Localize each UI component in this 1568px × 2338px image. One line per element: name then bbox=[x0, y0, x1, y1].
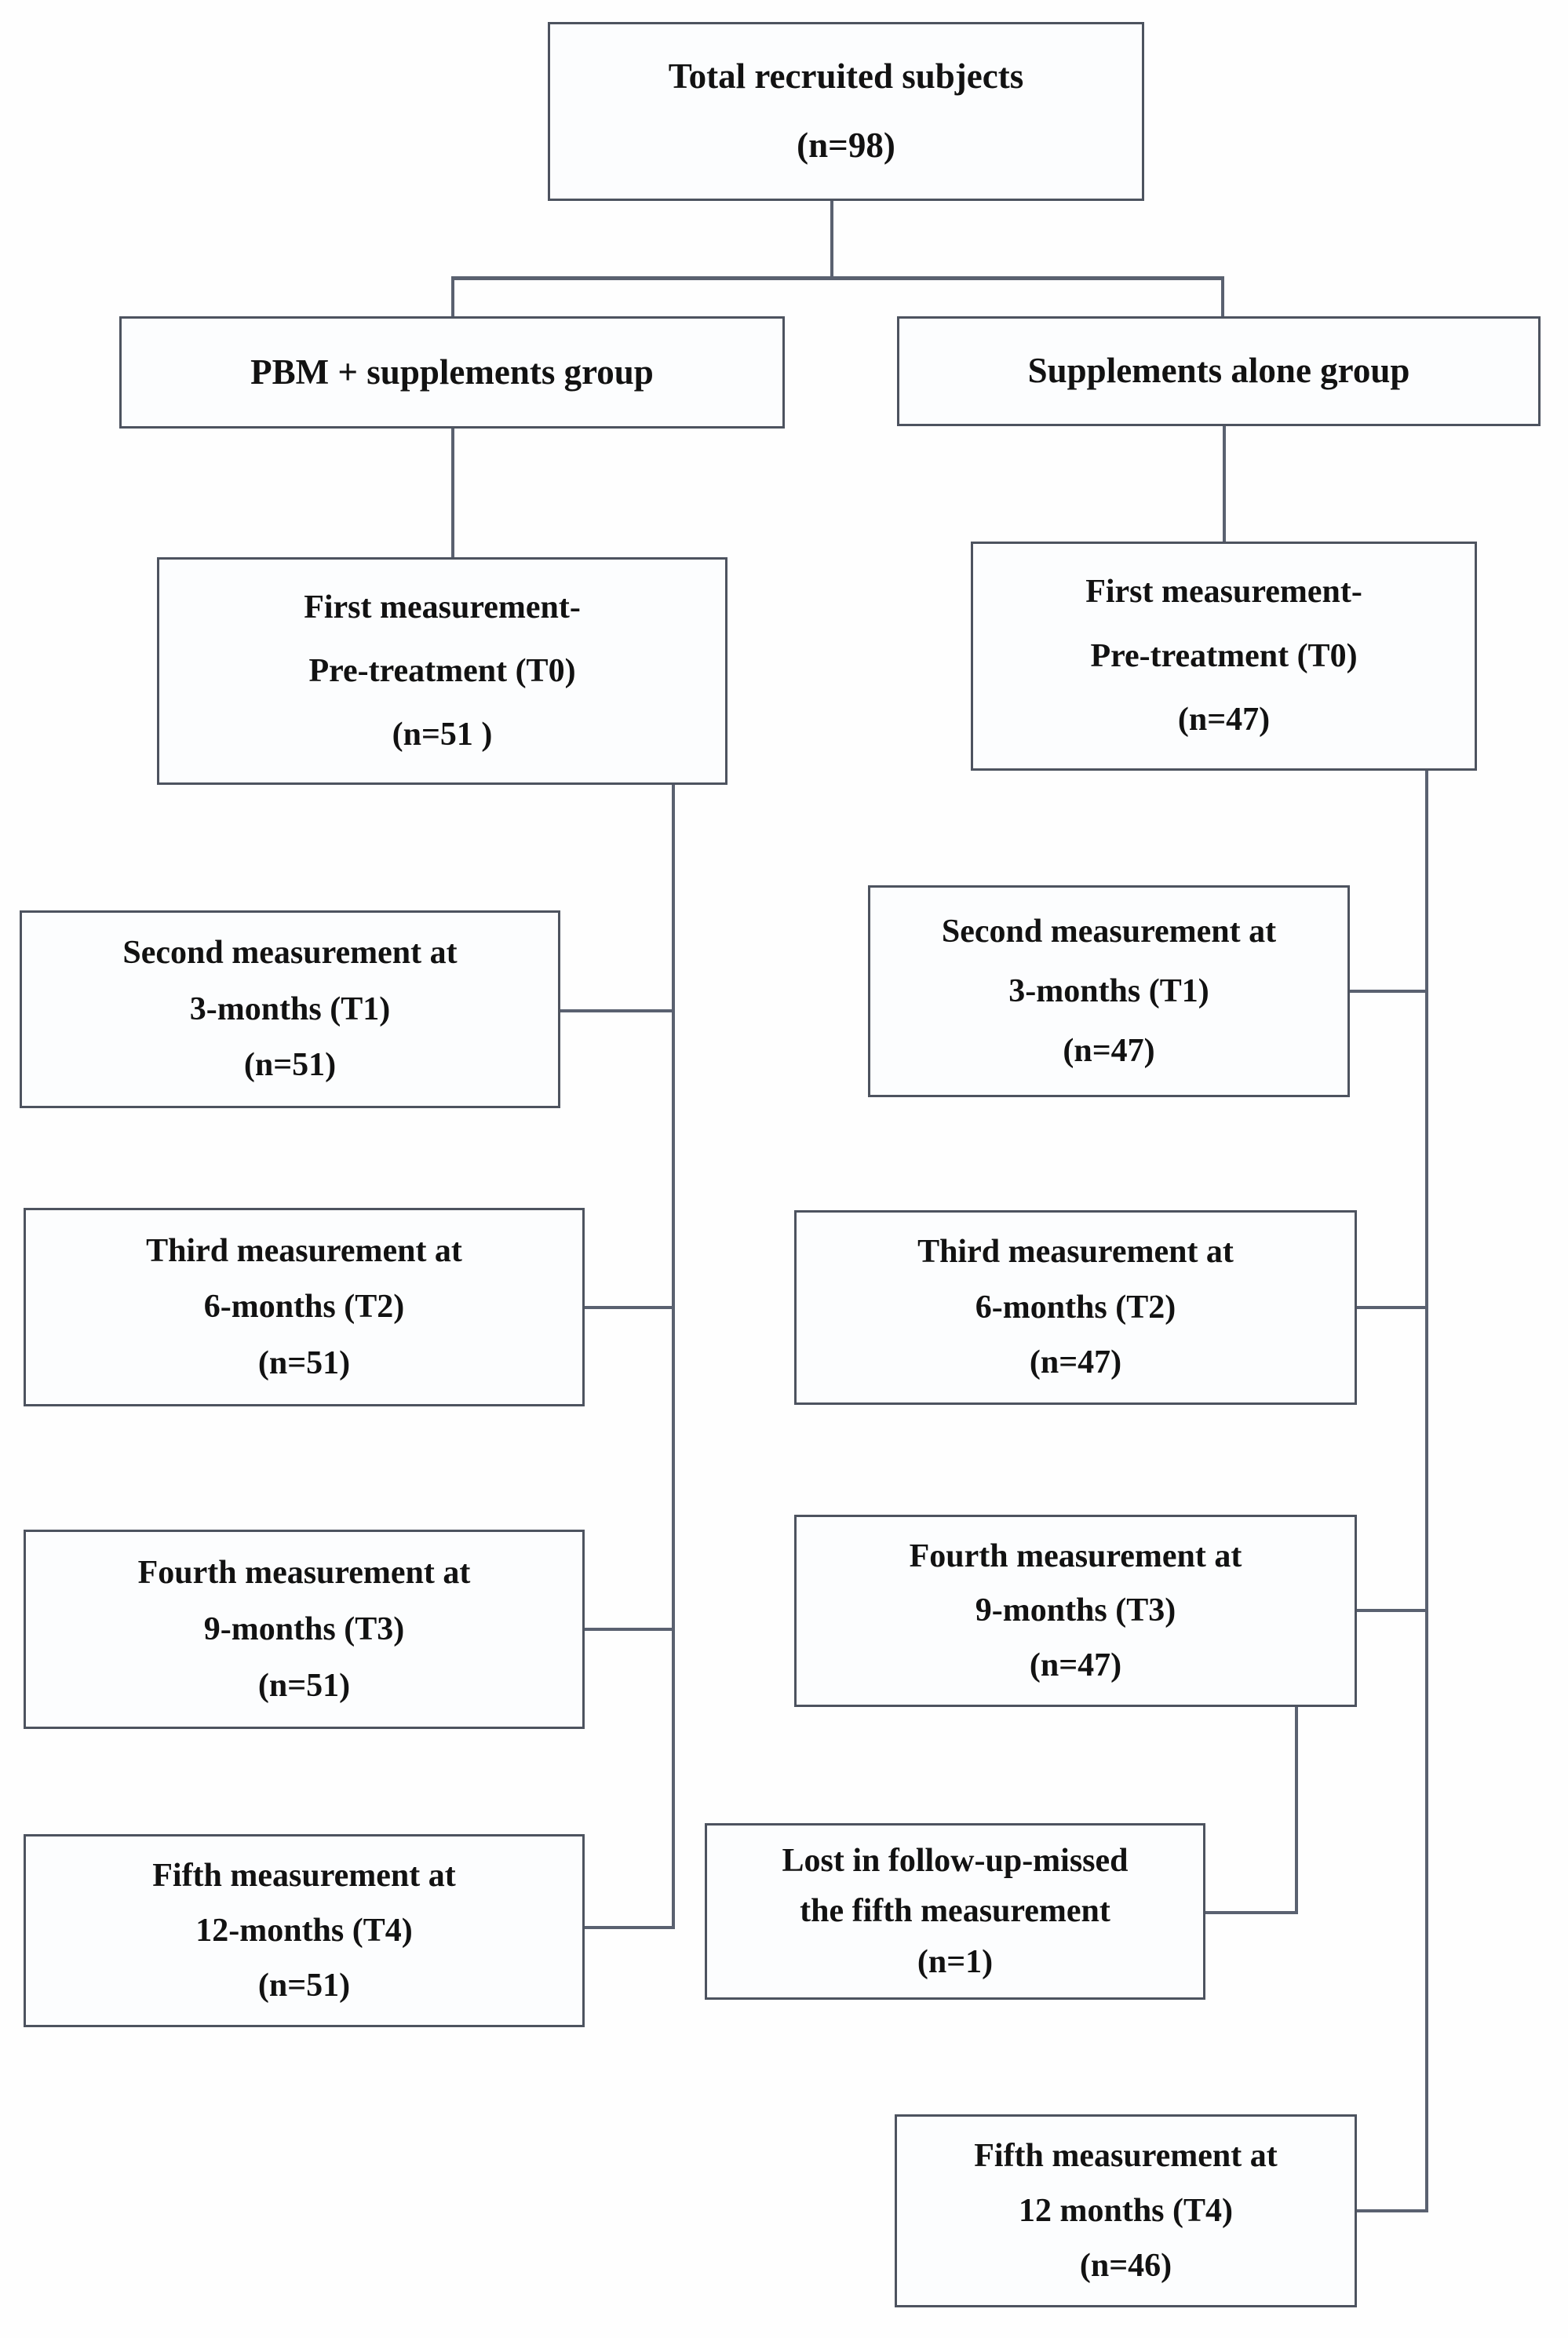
connector-fourth-to-lost-drop bbox=[1295, 1707, 1298, 1914]
node-line: 6-months (T2) bbox=[975, 1289, 1176, 1326]
node-line: (n=51) bbox=[243, 1047, 337, 1084]
node-line: 9-months (T3) bbox=[975, 1592, 1176, 1629]
node-line: Lost in follow-up-missed bbox=[782, 1842, 1129, 1879]
node-left-fifth-measurement: Fifth measurement at 12-months (T4) (n=5… bbox=[24, 1834, 585, 2027]
connector-branch-to-supp bbox=[1221, 276, 1224, 318]
node-line: (n=1) bbox=[917, 1944, 994, 1981]
connector-right-spine bbox=[1425, 769, 1428, 2212]
node-line: (n=47) bbox=[1029, 1344, 1122, 1381]
node-line: First measurement- bbox=[304, 589, 581, 626]
node-right-first-measurement: First measurement- Pre-treatment (T0) (n… bbox=[971, 542, 1477, 771]
node-pbm-supplements-group: PBM + supplements group bbox=[119, 316, 785, 429]
connector-right-fifth-stub bbox=[1357, 2209, 1427, 2212]
node-line: Second measurement at bbox=[941, 913, 1277, 950]
node-line: Second measurement at bbox=[122, 935, 458, 972]
node-line: 12 months (T4) bbox=[1018, 2192, 1234, 2229]
node-line: (n=51) bbox=[257, 1967, 351, 2004]
node-line: the fifth measurement bbox=[800, 1893, 1110, 1930]
node-line: (n=51) bbox=[257, 1345, 351, 1382]
connector-right-fourth-stub bbox=[1357, 1609, 1427, 1612]
connector-branch-to-pbm bbox=[451, 276, 454, 318]
node-line: 12-months (T4) bbox=[195, 1912, 413, 1949]
connector-lost-stub bbox=[1205, 1911, 1296, 1914]
node-line: 3-months (T1) bbox=[189, 990, 391, 1027]
node-line: Fourth measurement at bbox=[137, 1554, 471, 1591]
node-line: Fourth measurement at bbox=[909, 1537, 1242, 1574]
node-line: 3-months (T1) bbox=[1008, 972, 1209, 1009]
node-left-third-measurement: Third measurement at 6-months (T2) (n=51… bbox=[24, 1208, 585, 1406]
connector-total-branch-drop bbox=[830, 201, 833, 278]
node-supplements-alone-group: Supplements alone group bbox=[897, 316, 1541, 426]
node-line: (n=51 ) bbox=[392, 716, 493, 753]
node-line: Third measurement at bbox=[917, 1234, 1234, 1271]
connector-branch-horizontal bbox=[451, 276, 1224, 280]
node-line: 9-months (T3) bbox=[203, 1610, 405, 1647]
node-line: (n=47) bbox=[1029, 1647, 1122, 1684]
node-line: (n=47) bbox=[1177, 702, 1271, 739]
node-line: PBM + supplements group bbox=[250, 352, 654, 392]
connector-right-third-stub bbox=[1357, 1306, 1427, 1309]
connector-left-fifth-stub bbox=[585, 1926, 673, 1929]
node-line: Fifth measurement at bbox=[974, 2137, 1278, 2174]
connector-left-third-stub bbox=[585, 1306, 673, 1309]
node-left-fourth-measurement: Fourth measurement at 9-months (T3) (n=5… bbox=[24, 1530, 585, 1729]
connector-left-second-stub bbox=[560, 1009, 673, 1012]
node-line: First measurement- bbox=[1085, 574, 1362, 611]
node-line: Pre-treatment (T0) bbox=[308, 652, 576, 689]
node-left-second-measurement: Second measurement at 3-months (T1) (n=5… bbox=[20, 910, 560, 1108]
node-right-fifth-measurement: Fifth measurement at 12 months (T4) (n=4… bbox=[895, 2114, 1357, 2307]
node-line: Third measurement at bbox=[146, 1232, 462, 1269]
node-left-first-measurement: First measurement- Pre-treatment (T0) (n… bbox=[157, 557, 727, 785]
connector-pbm-to-first bbox=[451, 429, 454, 559]
node-total-recruited: Total recruited subjects (n=98) bbox=[548, 22, 1144, 201]
node-right-fourth-measurement: Fourth measurement at 9-months (T3) (n=4… bbox=[794, 1515, 1357, 1707]
node-line: (n=51) bbox=[257, 1667, 351, 1704]
node-lost-follow-up: Lost in follow-up-missed the fifth measu… bbox=[705, 1823, 1205, 2000]
node-line: Pre-treatment (T0) bbox=[1090, 637, 1358, 674]
node-line: 6-months (T2) bbox=[203, 1289, 405, 1326]
connector-left-fourth-stub bbox=[585, 1628, 673, 1631]
node-line: (n=46) bbox=[1079, 2247, 1172, 2284]
connector-right-second-stub bbox=[1350, 990, 1427, 993]
node-line: (n=47) bbox=[1063, 1032, 1155, 1069]
node-right-second-measurement: Second measurement at 3-months (T1) (n=4… bbox=[868, 885, 1350, 1097]
node-line: Fifth measurement at bbox=[152, 1857, 456, 1894]
node-line: (n=98) bbox=[797, 126, 895, 166]
connector-left-spine bbox=[672, 783, 675, 1929]
node-line: Total recruited subjects bbox=[668, 56, 1024, 96]
node-right-third-measurement: Third measurement at 6-months (T2) (n=47… bbox=[794, 1210, 1357, 1405]
node-line: Supplements alone group bbox=[1027, 351, 1410, 391]
connector-supp-to-first bbox=[1223, 426, 1226, 543]
